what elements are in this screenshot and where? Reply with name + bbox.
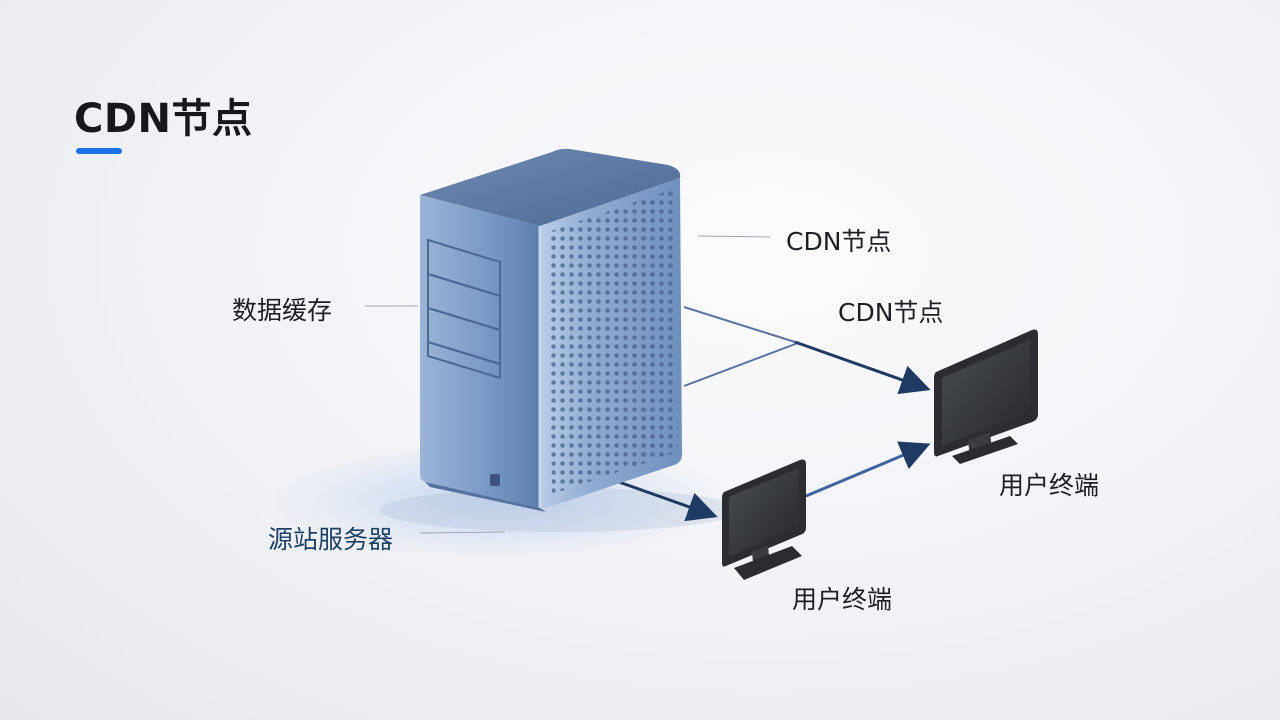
data-cache-label: 数据缓存 — [232, 296, 333, 325]
cdn-node-mid-label: CDN节点 — [838, 298, 944, 327]
title-accent-bar — [76, 148, 122, 154]
connector-line-top — [697, 235, 771, 238]
user-terminal-right-label: 用户终端 — [999, 471, 1100, 500]
connector-line-origin — [419, 531, 506, 534]
monitor-icon — [934, 329, 1038, 464]
page-title: CDN节点 — [74, 96, 253, 142]
arrow-terminal-link — [805, 441, 931, 498]
server-tower-icon — [420, 148, 682, 512]
link-line-upper — [683, 306, 796, 343]
link-line-cross — [683, 342, 799, 387]
arrow-to-right-terminal — [794, 340, 931, 395]
floor-shadow — [380, 488, 740, 532]
monitor-icon — [722, 459, 806, 580]
cdn-node-top-label: CDN节点 — [786, 227, 892, 256]
user-terminal-bottom-label: 用户终端 — [792, 585, 893, 614]
origin-server-label: 源站服务器 — [268, 525, 394, 554]
